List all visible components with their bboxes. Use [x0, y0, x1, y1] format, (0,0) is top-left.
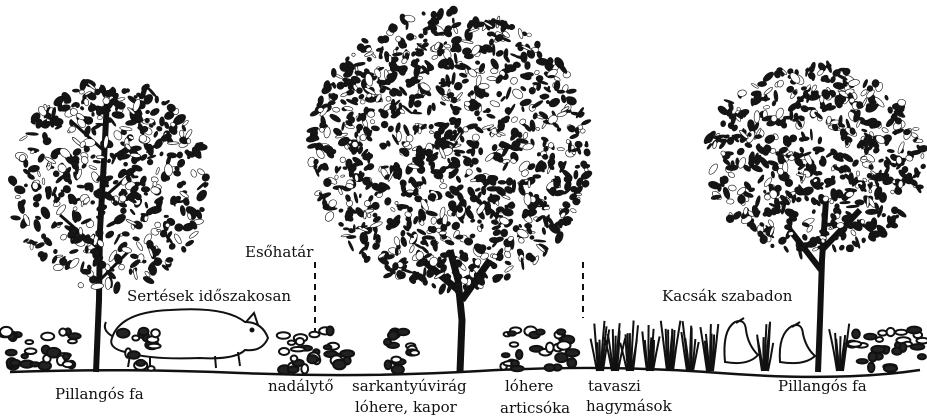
label-clover: lóhere — [505, 377, 554, 395]
label-spring: tavaszi — [588, 377, 641, 395]
label-clover-dill: lóhere, kapor — [355, 398, 458, 416]
label-tree-left: Pillangós fa — [55, 385, 144, 403]
label-artichoke: articsóka — [500, 399, 570, 417]
label-ducks: Kacsák szabadon — [662, 287, 793, 305]
label-nasturtium: sarkantyúvirág — [352, 377, 467, 395]
ground-line — [10, 368, 920, 377]
label-comfrey: nadálytő — [268, 377, 333, 395]
label-rain-boundary: Esőhatár — [245, 243, 314, 261]
pig-drawing — [105, 309, 268, 368]
label-tree-right: Pillangós fa — [778, 377, 867, 395]
label-onions: hagymások — [586, 397, 673, 415]
central-tree — [306, 5, 594, 372]
label-pigs: Sertések időszakosan — [127, 287, 291, 305]
